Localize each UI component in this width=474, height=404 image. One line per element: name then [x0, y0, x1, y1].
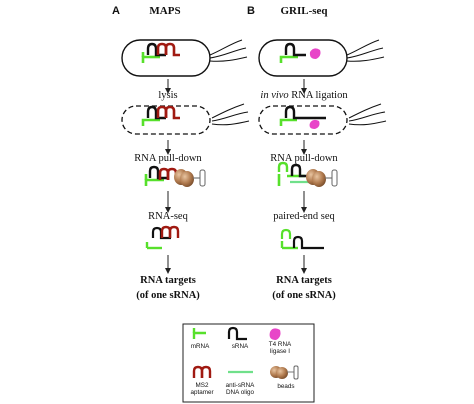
panel-b-letter: B	[247, 5, 255, 17]
in-vivo-italic: in vivo	[260, 90, 289, 101]
legend-oligo-label-1: anti-sRNA	[225, 382, 255, 389]
panel-a-step-lysis: lysis	[158, 90, 178, 101]
panel-a-cell	[121, 39, 248, 77]
legend-ligase-symbol	[269, 328, 281, 340]
panel-a-letter: A	[112, 5, 120, 17]
legend-ms2-label-2: aptamer	[190, 389, 214, 396]
panel-a-title: MAPS	[149, 5, 181, 17]
legend-ligase-label-2: ligase I	[270, 348, 290, 355]
panel-b-cell	[258, 39, 385, 77]
legend-beads-symbol	[270, 365, 299, 380]
panel-a-rnaseq-products	[145, 225, 180, 250]
legend-mrna-symbol	[192, 328, 206, 339]
panel-a-step-rnaseq: RNA-seq	[148, 211, 188, 222]
panel-b-ligated-cell	[258, 103, 387, 135]
panel-b-pulldown	[277, 161, 338, 187]
panel-a-result-line1: RNA targets	[140, 275, 196, 286]
legend-srna-label: sRNA	[231, 343, 249, 350]
ligation-text: RNA ligation	[288, 90, 348, 101]
legend-srna-symbol	[227, 326, 247, 341]
legend-oligo-label-2: DNA oligo	[225, 389, 255, 396]
panel-b-step-ligation: in vivo RNA ligation	[260, 90, 347, 101]
panel-b-result-line2: (of one sRNA)	[272, 290, 336, 301]
legend-beads-label: beads	[277, 383, 295, 390]
legend-box	[182, 323, 315, 403]
legend-ms2-label-1: MS2	[195, 382, 209, 389]
panel-a-pulldown	[144, 165, 206, 187]
panel-b-paired-end-products	[280, 228, 324, 250]
panel-a-result-line2: (of one sRNA)	[136, 290, 200, 301]
panel-b-step-paired-end: paired-end seq	[273, 211, 335, 222]
legend-ms2-symbol	[192, 365, 212, 378]
panel-a-lysed-cell	[121, 103, 250, 135]
legend-mrna-label: mRNA	[190, 343, 210, 350]
panel-b-result-line1: RNA targets	[276, 275, 332, 286]
panel-a-cell-rna	[141, 42, 180, 63]
panel-b-title: GRIL-seq	[280, 5, 328, 17]
panel-a-step-pulldown: RNA pull-down	[134, 153, 202, 164]
legend-ligase-label-1: T4 RNA	[268, 341, 292, 348]
panel-b-step-pulldown: RNA pull-down	[270, 153, 338, 164]
